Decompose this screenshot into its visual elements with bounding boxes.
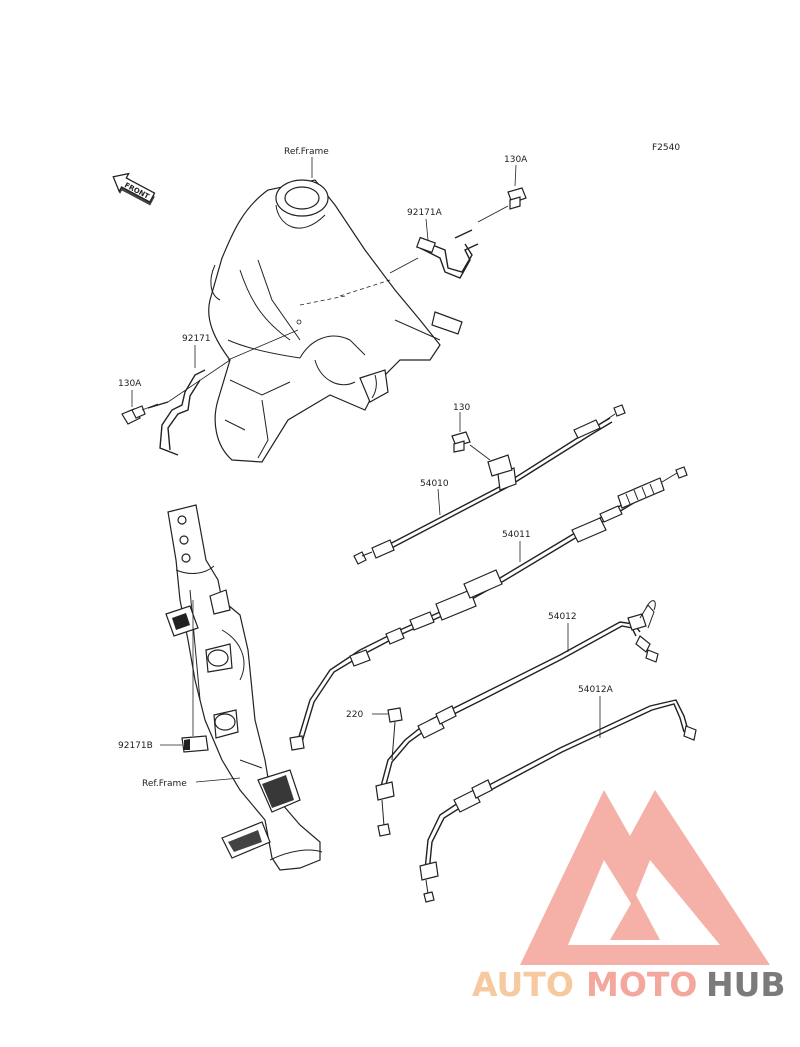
bolt-130A-top [477,187,527,223]
label-54010: 54010 [420,479,449,489]
cable-54012A [419,699,697,903]
label-54012A: 54012A [578,685,614,695]
label-130A-top: 130A [504,155,528,165]
frame-down-tube [165,504,323,871]
logo-text-hub: HUB [706,965,786,1004]
label-130A-left: 130A [118,379,142,389]
label-130: 130 [453,403,470,413]
label-ref-frame-top: Ref.Frame [284,147,329,157]
cable-54011 [289,466,688,751]
front-arrow-icon: FRONT [112,172,156,206]
clamp-92171 [147,359,231,456]
label-220: 220 [346,710,363,720]
label-54012: 54012 [548,612,577,622]
clamp-92171A [416,229,479,279]
label-92171A: 92171A [407,208,443,218]
logo-text-moto: MOTO [586,965,697,1004]
frame-head-section [208,179,463,463]
label-92171: 92171 [182,334,211,344]
bolt-130A-left [121,403,159,425]
bolt-130 [451,431,491,461]
cable-54012 [375,600,659,837]
clamp-92171B [160,600,209,753]
label-ref-frame-bottom: Ref.Frame [142,779,187,789]
cable-54010 [353,404,626,565]
logo-text-auto: AUTO [472,965,574,1004]
automotohub-logo: AUTO MOTO HUB [472,790,786,1004]
label-92171B: 92171B [118,741,153,751]
label-54011: 54011 [502,530,531,540]
figure-code: F2540 [652,143,680,153]
part-220 [372,707,403,761]
